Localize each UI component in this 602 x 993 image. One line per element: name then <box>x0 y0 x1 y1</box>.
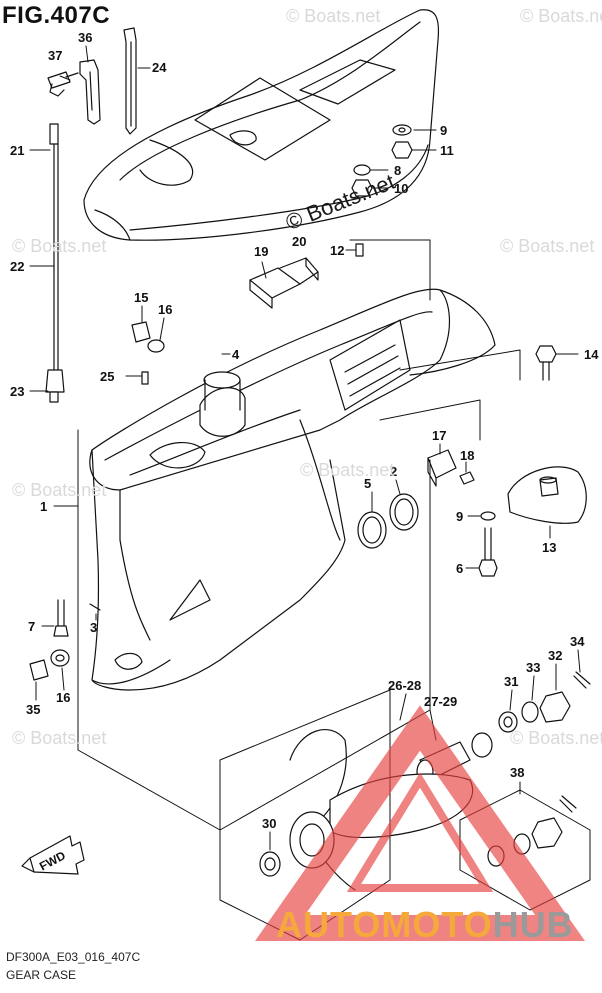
callout-9-bottom: 9 <box>456 509 463 524</box>
brand-wordmark: AUTOMOTOHUB <box>276 904 574 946</box>
part-7-bolt <box>53 599 101 637</box>
part-19-20-plates <box>249 257 319 309</box>
part-24-tie <box>123 27 137 135</box>
callout-22: 22 <box>10 259 24 274</box>
callout-1: 1 <box>40 499 47 514</box>
faint-watermark: © Boats.net <box>520 6 602 26</box>
callout-30: 30 <box>262 816 276 831</box>
faint-watermark: © Boats.net <box>12 728 107 748</box>
callout-25: 25 <box>100 369 114 384</box>
part-15-plug <box>131 321 165 353</box>
faint-watermark: © Boats.net <box>12 480 107 500</box>
callout-16-bottom: 16 <box>56 690 70 705</box>
part-1-gear-case <box>89 288 496 691</box>
callout-8: 8 <box>394 163 401 178</box>
figure-name: GEAR CASE <box>6 968 77 982</box>
part-36-clamp <box>79 59 101 125</box>
callout-24: 24 <box>152 60 167 75</box>
callout-31: 31 <box>504 674 518 689</box>
callout-26-28: 26-28 <box>388 678 421 693</box>
callout-33: 33 <box>526 660 540 675</box>
callout-12: 12 <box>330 243 344 258</box>
brand-logo-icon <box>255 705 585 941</box>
part-25-pin <box>141 371 149 385</box>
upper-cover-part <box>83 9 440 241</box>
callout-6: 6 <box>456 561 463 576</box>
callout-16-top: 16 <box>158 302 172 317</box>
callout-9-top: 9 <box>440 123 447 138</box>
callout-19: 19 <box>254 244 268 259</box>
callout-35: 35 <box>26 702 40 717</box>
callout-2: 2 <box>390 464 397 479</box>
faint-watermark: © Boats.net <box>286 6 381 26</box>
callout-5: 5 <box>364 476 371 491</box>
callout-20: 20 <box>292 234 306 249</box>
faint-watermark: © Boats.net <box>12 236 107 256</box>
brand-part-2: HUB <box>492 904 574 945</box>
callout-15: 15 <box>134 290 148 305</box>
callout-17: 17 <box>432 428 446 443</box>
callout-11: 11 <box>440 143 454 158</box>
callout-13: 13 <box>542 540 556 555</box>
callout-18: 18 <box>460 448 474 463</box>
propeller-nut-set <box>498 671 591 733</box>
callout-14: 14 <box>584 347 599 362</box>
callout-38: 38 <box>510 765 524 780</box>
faint-watermark: © Boats.net <box>300 460 395 480</box>
part-37-bolt <box>47 71 79 97</box>
callout-32: 32 <box>548 648 562 663</box>
callout-34: 34 <box>570 634 585 649</box>
part-14-bolt <box>535 345 557 381</box>
part-6-bolt <box>478 511 498 577</box>
callout-21: 21 <box>10 143 24 158</box>
callout-4: 4 <box>232 347 240 362</box>
callout-3: 3 <box>90 620 97 635</box>
figure-title: FIG.407C <box>2 2 111 29</box>
part-13-trim-tab <box>507 466 587 524</box>
figure-code: DF300A_E03_016_407C <box>6 950 141 964</box>
brand-part-1: AUTOMOTO <box>276 904 493 945</box>
callout-27-29: 27-29 <box>424 694 457 709</box>
callout-10: 10 <box>394 181 408 196</box>
fwd-arrow-icon <box>21 835 85 875</box>
callout-36: 36 <box>78 30 92 45</box>
callout-7: 7 <box>28 619 35 634</box>
part-12-pin <box>355 243 364 257</box>
part-30-spacer <box>259 851 281 877</box>
part-22-shift-rod <box>45 123 65 403</box>
assembly-group-outlines <box>77 239 591 941</box>
faint-watermark: © Boats.net <box>510 728 602 748</box>
callout-23: 23 <box>10 384 24 399</box>
part-35-plug <box>29 649 70 681</box>
washer-and-nut-stack <box>351 124 413 197</box>
part-17-block <box>427 449 475 487</box>
callout-37: 37 <box>48 48 62 63</box>
part-5-2-seals <box>357 493 419 549</box>
faint-watermark: © Boats.net <box>500 236 595 256</box>
